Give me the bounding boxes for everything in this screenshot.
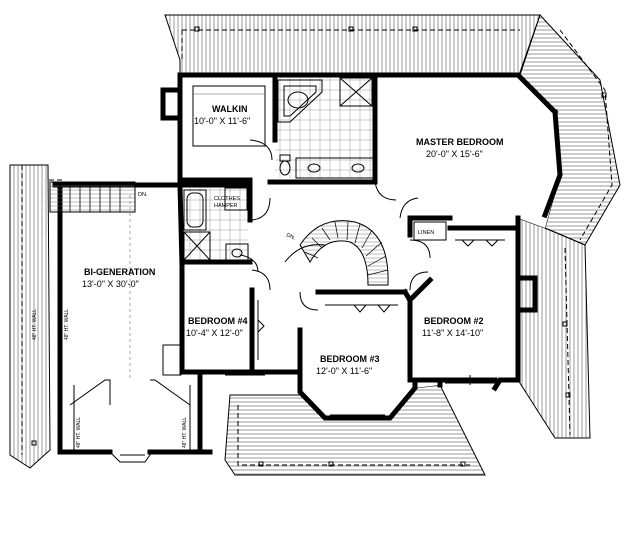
- dn-top-label: DN.: [138, 192, 148, 198]
- wall-48-label-c: 48" HT. WALL: [182, 417, 188, 448]
- door-swings: [239, 139, 431, 311]
- master-dims: 20'-0" X 15'-6": [426, 149, 483, 159]
- roof-areas: [9, 14, 621, 476]
- wall-48-label-b: 48" HT. WALL: [76, 417, 82, 448]
- bed3-name: BEDROOM #3: [320, 354, 380, 364]
- dn-stair-label: DN.: [285, 232, 297, 242]
- bath-tile-floor-2: [183, 188, 248, 260]
- wall-48-label-a: 48" HT. WALL: [64, 309, 70, 340]
- bed2-dims: 11'-8" X 14'-10": [422, 328, 483, 338]
- master-name: MASTER BEDROOM: [416, 137, 504, 147]
- walls: [52, 72, 563, 455]
- roof-top: [164, 14, 541, 76]
- bed3-dims: 12'-0" X 11'-6": [316, 366, 372, 376]
- roof-right-lower: [517, 217, 591, 439]
- roof-markers: [31, 26, 607, 467]
- details: [69, 77, 561, 463]
- roof-outlines: [21, 29, 613, 466]
- stair-curved: [284, 220, 389, 286]
- roof-left: [9, 164, 51, 469]
- labels: WALKIN 10'-0" X 11'-6" MASTER BEDROOM 20…: [32, 104, 504, 448]
- wall-48-label-d: 48" HT. WALL: [32, 309, 38, 340]
- hamper-label: HAMPER: [214, 203, 238, 209]
- bigen-name: BI-GENERATION: [84, 267, 155, 277]
- clothes-label: CLOTHES: [214, 196, 240, 202]
- bath-tile-floor: [275, 78, 375, 178]
- bed4-name: BEDROOM #4: [188, 316, 248, 326]
- bed2-name: BEDROOM #2: [424, 316, 484, 326]
- linen-label: LINEN: [418, 230, 434, 236]
- walkin-dims: 10'-0" X 11'-6": [194, 116, 250, 126]
- walkin-name: WALKIN: [212, 104, 248, 114]
- bed4-dims: 10'-4" X 12'-0": [186, 328, 243, 338]
- bigen-dims: 13'-0" X 30'-0": [82, 279, 139, 289]
- stair-left: [49, 181, 136, 213]
